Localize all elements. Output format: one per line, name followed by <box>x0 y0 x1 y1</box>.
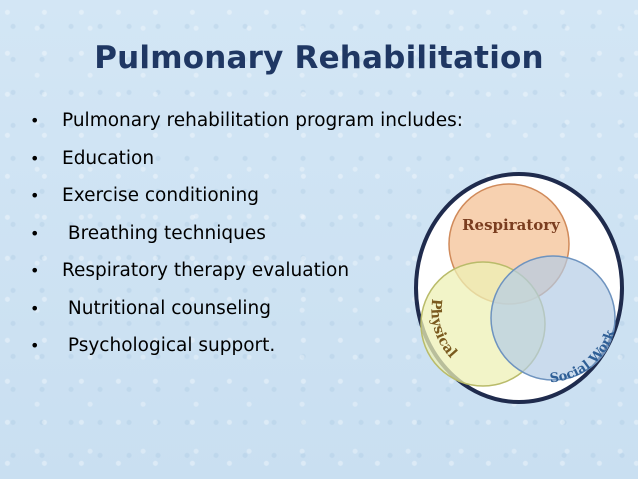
bullet-text: Exercise conditioning <box>62 185 260 206</box>
bullet-text: Breathing techniques <box>62 222 266 244</box>
bullet-text: Pulmonary rehabilitation program include… <box>62 110 463 131</box>
bullet-item: • Breathing techniques <box>28 215 463 253</box>
slide-title: Pulmonary Rehabilitation <box>94 40 544 76</box>
label-respiratory: Respiratory <box>462 216 561 234</box>
circle-social-work <box>490 255 616 381</box>
bullet-dot-icon: • <box>30 261 40 280</box>
bullet-item: • Pulmonary rehabilitation program includ… <box>28 102 463 140</box>
bullet-dot-icon: • <box>30 298 40 318</box>
bullet-text: Nutritional counseling <box>62 297 271 319</box>
bullet-item: • Psychological support. <box>28 327 463 365</box>
bullet-item: • Exercise conditioning <box>28 177 463 215</box>
venn-diagram: Respiratory Physical Social Work <box>414 172 624 404</box>
bullet-item: • Education <box>28 140 463 178</box>
bullet-dot-icon: • <box>30 223 40 243</box>
bullet-dot-icon: • <box>30 148 40 168</box>
bullet-text: Psychological support. <box>62 335 276 356</box>
bullet-dot-icon: • <box>30 186 40 205</box>
bullet-item: • Nutritional counseling <box>28 290 463 328</box>
bullet-item: • Respiratory therapy evaluation <box>28 252 463 290</box>
bullet-list: • Pulmonary rehabilitation program includ… <box>28 102 463 365</box>
bullet-dot-icon: • <box>30 111 40 130</box>
bullet-text: Education <box>62 147 155 169</box>
bullet-text: Respiratory therapy evaluation <box>62 260 350 281</box>
bullet-dot-icon: • <box>30 336 40 355</box>
